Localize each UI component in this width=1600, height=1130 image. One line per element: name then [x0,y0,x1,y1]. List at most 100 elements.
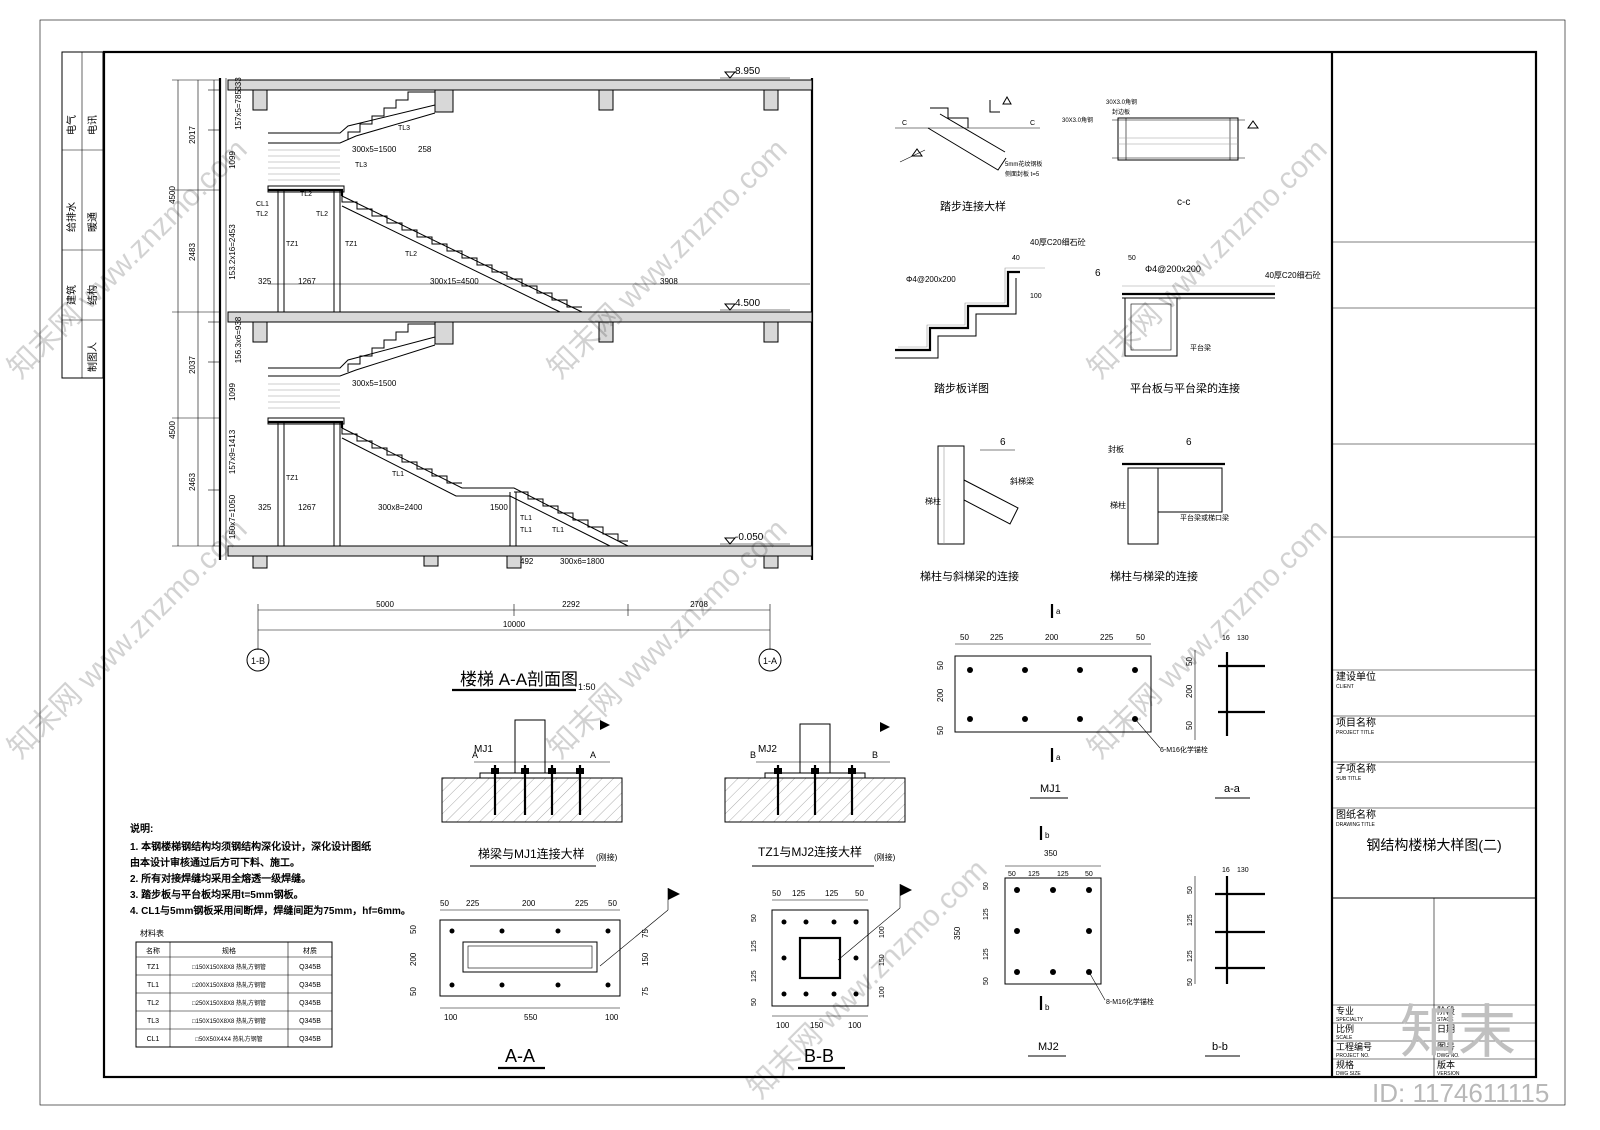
svg-text:50: 50 [1187,978,1194,986]
svg-text:50: 50 [751,998,758,1006]
svg-text:100: 100 [605,1013,619,1022]
table-row: TL1 □200X150X8X8 热轧方钢管 Q345B [147,981,321,989]
step-connection-title: 踏步连接大样 [940,199,1006,213]
inner-border [102,50,1538,1079]
BB-title: B-B [804,1046,834,1066]
section-title: 楼梯 A-A剖面图 [460,670,578,689]
dim-5000: 5000 [376,600,394,609]
svg-text:b: b [1045,1003,1050,1012]
svg-text:Q345B: Q345B [299,1018,321,1025]
version-label-en: VERSION [1437,1071,1460,1077]
tread-detail: 40厚C20细石砼 Φ4@200x200 40 100 踏步板详图 [895,237,1086,395]
svg-text:125: 125 [825,889,839,898]
sign-label-arch: 建筑 [65,285,78,305]
column-beam-title: 梯柱与梯梁的连接 [1110,569,1198,583]
svg-text:a: a [1056,753,1061,762]
AA-title: A-A [505,1046,535,1066]
dim-upper-325: 325 [258,277,272,286]
size-label: 规格 [1336,1059,1354,1070]
svg-text:知末网 www.znzmo.com: 知末网 www.znzmo.com [2,133,254,385]
dim-1099-upper: 1099 [228,151,237,169]
svg-text:50: 50 [440,899,449,908]
table-row: TL3 □150X150X8X8 热轧方钢管 Q345B [147,1017,321,1025]
svg-text:梯柱: 梯柱 [925,496,941,506]
svg-text:50: 50 [983,977,990,985]
member-tl1-b: TL1 [520,515,532,522]
svg-text:125: 125 [1057,871,1069,878]
svg-text:A: A [590,750,596,760]
svg-text:C: C [902,120,907,127]
svg-text:□200X150X8X8 热轧方钢管: □200X150X8X8 热轧方钢管 [192,981,266,989]
dim-4500-upper: 4500 [168,186,177,204]
mj2-conn-title: TZ1与MJ2连接大样 [758,844,862,859]
svg-text:225: 225 [1100,633,1114,642]
step-connection-detail: C C 5mm花纹钢板 侧面封板 t=5 踏步连接大样 [895,95,1042,213]
svg-text:封板: 封板 [1108,444,1124,454]
dim-upper-3908: 3908 [660,277,678,286]
notes-title: 说明: [130,822,153,835]
dim-2292: 2292 [562,600,580,609]
sign-label-telecom: 电讯 [86,115,99,135]
svg-text:16: 16 [1222,635,1230,642]
sign-label-elec: 电气 [65,115,78,135]
svg-text:550: 550 [524,1013,538,1022]
level-mark-4500: 4.500 [720,298,790,311]
member-tl2-a: TL2 [300,191,312,198]
dim-upper-landing: 258 [418,145,432,154]
svg-text:100: 100 [1030,293,1042,300]
svg-text:C: C [1030,120,1035,127]
svg-text:125: 125 [983,908,990,920]
svg-text:100: 100 [879,926,886,938]
svg-text:50: 50 [1008,871,1016,878]
level-mark-8950: 8.950 [720,66,790,79]
svg-text:130: 130 [1237,867,1249,874]
level-mark-0050: -0.050 [720,532,790,545]
stage-label: 阶段 [1437,1005,1455,1016]
svg-text:125: 125 [792,889,806,898]
dim-153x16: 153.2x16=2453 [228,224,237,280]
materials-header-spec: 规格 [222,946,236,955]
svg-text:MJ2: MJ2 [758,744,777,755]
aa-section: 16 130 50 200 50 a-a [1185,635,1265,799]
svg-text:平台梁或梯口梁: 平台梁或梯口梁 [1180,513,1229,522]
materials-title: 材料表 [140,928,164,938]
date-label: 日期 [1437,1024,1455,1034]
svg-text:6: 6 [1186,437,1192,448]
sign-label-hvac: 暖通 [86,212,99,232]
svg-text:350: 350 [953,926,962,940]
svg-text:50: 50 [936,726,945,735]
svg-text:50: 50 [1187,886,1194,894]
svg-text:侧面封板 t=5: 侧面封板 t=5 [1005,170,1040,178]
mj1-plate: 50 225 200 225 50 50 200 50 6-M16化学锚栓 a … [936,604,1208,799]
svg-text:Q345B: Q345B [299,964,321,971]
svg-text:225: 225 [575,899,589,908]
svg-text:30X3.0角钢: 30X3.0角钢 [1062,116,1093,124]
dim-156x6: 156.3x6=938 [234,316,243,363]
svg-text:TL3: TL3 [147,1018,159,1025]
dim-lower-flight-top: 300x5=1500 [352,379,397,388]
svg-text:200: 200 [1185,684,1194,698]
svg-text:50: 50 [1185,657,1194,666]
svg-text:(刚接): (刚接) [874,852,896,862]
platform-connection-detail: Φ4@200x200 40厚C20细石砼 平台梁 50 6 平台板与平台梁的连接 [1095,255,1321,395]
member-tz1-a: TZ1 [286,241,299,248]
svg-text:B: B [750,750,756,760]
svg-text:8.950: 8.950 [735,66,760,77]
dim-2037: 2037 [188,356,197,374]
svg-text:平台梁: 平台梁 [1190,343,1211,352]
drawing-title: 钢结构楼梯大样图(二) [1366,837,1501,853]
sign-label-plumbing: 给排水 [65,202,78,232]
svg-text:100: 100 [848,1021,862,1030]
svg-text:40厚C20细石砼: 40厚C20细石砼 [1265,270,1321,280]
svg-text:50: 50 [1085,871,1093,878]
svg-text:125: 125 [1187,950,1194,962]
svg-text:200: 200 [522,899,536,908]
table-row: TL2 □250X150X8X8 热轧方钢管 Q345B [147,999,321,1007]
member-tl1-c: TL1 [552,527,564,534]
drawing-no-label-en: DWG NO. [1437,1053,1460,1059]
dim-2463: 2463 [188,473,197,491]
svg-text:225: 225 [466,899,480,908]
note-line-3: 2. 所有对接焊缝均采用全熔透一级焊缝。 [130,872,311,885]
svg-text:□250X150X8X8 热轧方钢管: □250X150X8X8 热轧方钢管 [192,999,266,1007]
